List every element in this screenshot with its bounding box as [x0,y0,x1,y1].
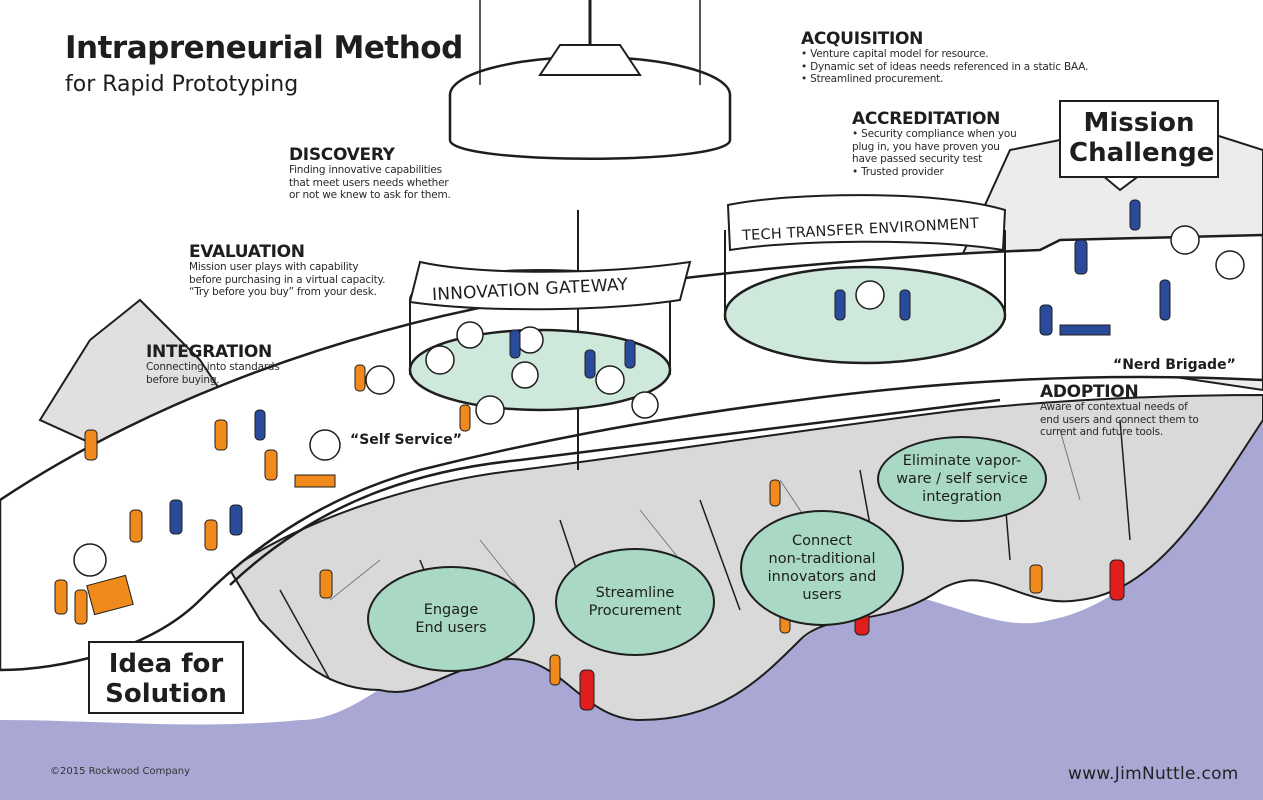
section-body: Aware of contextual needs of end users a… [1040,401,1199,439]
section-heading: ADOPTION [1040,382,1139,402]
goal-connect-innovators: Connect non-traditional innovators and u… [740,510,904,626]
section-evaluation: EVALUATION Mission user plays with capab… [189,243,385,299]
body-line: or not we knew to ask for them. [289,189,451,201]
body-line: Mission user plays with capability [189,261,359,273]
bullet-line: • Dynamic set of ideas needs referenced … [801,60,1089,73]
section-heading: ACQUISITION [801,29,924,49]
section-body: • Venture capital model for resource. • … [801,48,1088,86]
light-bulbs [73,225,1245,577]
section-body: Finding innovative capabilities that mee… [289,164,451,202]
bullet-line: • Security compliance when you [852,128,1017,140]
body-line: “Try before you buy” from your desk. [189,286,377,298]
section-integration: INTEGRATION Connecting into standards be… [146,342,280,386]
section-heading: EVALUATION [189,242,305,262]
mission-challenge-box: Mission Challenge [1059,100,1219,178]
box-line: Solution [105,679,227,709]
goal-line: Engage [423,602,479,618]
nerd-brigade-quote: “Nerd Brigade” [1113,357,1236,373]
goal-line: Eliminate vapor- [902,453,1022,469]
sea [0,420,1263,800]
goal-line: users [802,587,842,603]
body-line: that meet users needs whether [289,176,449,189]
website-link[interactable]: www.JimNuttle.com [1068,764,1239,784]
page-subtitle: for Rapid Prototyping [65,72,299,97]
section-body: • Security compliance when you plug in, … [852,128,1017,178]
bullet-line: • Venture capital model for resource. [801,48,989,60]
workers-blue [169,199,1171,536]
body-line: current and future tools. [1040,426,1164,438]
section-body: Mission user plays with capability befor… [189,261,385,299]
goal-eliminate-vaporware: Eliminate vapor- ware / self service int… [877,436,1047,522]
goal-line: Streamline [595,585,675,601]
body-line: before buying. [146,373,220,386]
section-acquisition: ACQUISITION • Venture capital model for … [801,30,1088,86]
goal-line: Connect [792,533,852,549]
self-service-quote: “Self Service” [350,432,462,448]
page-title: Intrapreneurial Method [65,30,463,66]
idea-for-solution-box: Idea for Solution [88,641,244,714]
goal-line: innovators and [767,569,877,585]
bullet-line: plug in, you have proven you [852,140,1000,153]
copyright: ©2015 Rockwood Company [50,766,191,777]
box-line: Idea for [108,649,224,679]
body-line: Connecting into standards [146,361,280,373]
goal-streamline-procurement: Streamline Procurement [555,548,715,656]
body-line: before purchasing in a virtual capacity. [189,273,386,286]
goal-line: ware / self service [896,471,1028,487]
bullet-line: • Trusted provider [852,165,944,178]
body-line: Finding innovative capabilities [289,164,442,176]
section-heading: DISCOVERY [289,145,395,165]
section-body: Connecting into standards before buying. [146,361,280,386]
section-accreditation: ACCREDITATION • Security compliance when… [852,110,1017,178]
box-line: Challenge [1069,138,1215,168]
section-heading: INTEGRATION [146,342,272,362]
bullet-line: • Streamlined procurement. [801,73,944,85]
box-line: Mission [1083,108,1195,138]
goal-line: End users [415,620,487,636]
goal-line: integration [922,489,1002,505]
body-line: end users and connect them to [1040,413,1199,426]
body-line: Aware of contextual needs of [1040,401,1188,413]
goal-engage-end-users: Engage End users [367,566,535,672]
goal-line: Procurement [588,603,682,619]
section-heading: ACCREDITATION [852,109,1001,129]
section-discovery: DISCOVERY Finding innovative capabilitie… [289,146,451,202]
goal-line: non-traditional [768,551,876,567]
bullet-line: have passed security test [852,153,983,165]
section-adoption: ADOPTION Aware of contextual needs of en… [1040,383,1199,439]
